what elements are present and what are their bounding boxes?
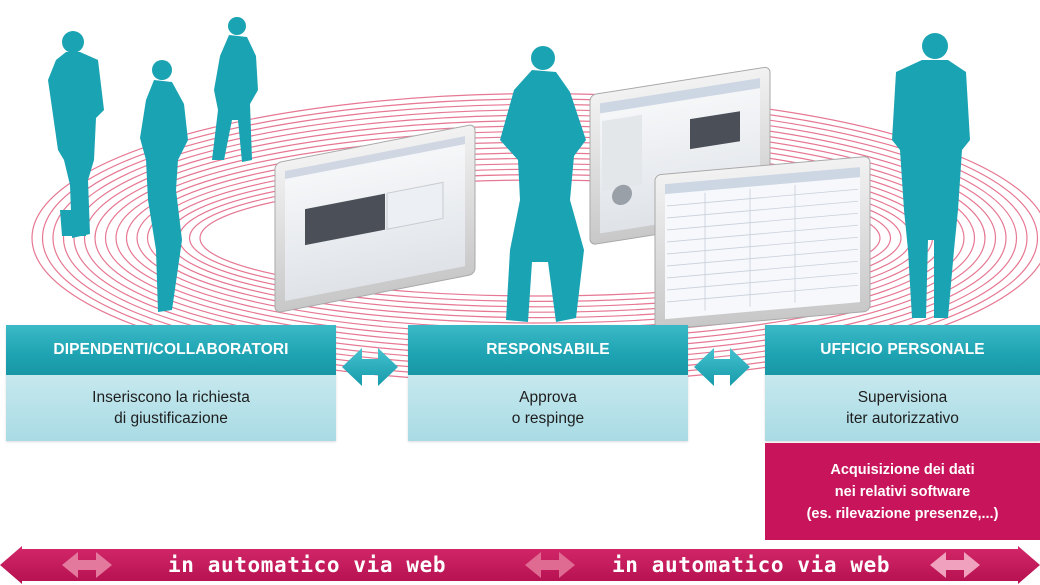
double-arrow-icon xyxy=(342,348,398,386)
box-dipendenti: DIPENDENTI/COLLABORATORI Inseriscono la … xyxy=(6,325,336,441)
box-line: Inseriscono la richiesta xyxy=(92,389,250,406)
bottom-arrow-bar xyxy=(0,546,1040,584)
web-label-left: in automatico via web xyxy=(168,553,447,577)
monitor-screen-right xyxy=(654,156,871,330)
acquisition-line: (es. rilevazione presenze,...) xyxy=(806,505,999,522)
box-ufficio-personale: UFFICIO PERSONALE Supervisiona iter auto… xyxy=(765,325,1040,441)
double-arrow-icon xyxy=(694,348,750,386)
double-arrow-icon xyxy=(525,552,575,578)
box-line: di giustificazione xyxy=(114,410,228,427)
person-silhouette-woman-back xyxy=(212,17,258,162)
box-description: Approva o respinge xyxy=(408,375,688,441)
web-label-right: in automatico via web xyxy=(612,553,891,577)
acquisition-line: Acquisizione dei dati xyxy=(830,461,975,478)
box-line: o respinge xyxy=(511,410,585,427)
box-line: Approva xyxy=(519,389,577,406)
acquisition-box: Acquisizione dei dati nei relativi softw… xyxy=(765,443,1040,540)
person-silhouette-woman-left xyxy=(140,60,188,312)
box-line: iter autorizzativo xyxy=(846,410,959,427)
acquisition-line: nei relativi software xyxy=(834,483,971,500)
person-silhouette-man-right xyxy=(892,33,970,318)
box-title: UFFICIO PERSONALE xyxy=(765,325,1040,375)
double-arrow-icon xyxy=(930,552,980,578)
double-arrow-icon xyxy=(62,552,112,578)
box-description: Inseriscono la richiesta di giustificazi… xyxy=(6,375,336,441)
box-description: Supervisiona iter autorizzativo xyxy=(765,375,1040,441)
box-responsabile: RESPONSABILE Approva o respinge xyxy=(408,325,688,441)
box-title: RESPONSABILE xyxy=(408,325,688,375)
monitor-screen-left xyxy=(274,124,476,313)
box-title: DIPENDENTI/COLLABORATORI xyxy=(6,325,336,375)
person-silhouette-man-left xyxy=(48,31,104,238)
person-silhouette-woman-center xyxy=(500,46,586,322)
box-line: Supervisiona xyxy=(857,389,948,406)
